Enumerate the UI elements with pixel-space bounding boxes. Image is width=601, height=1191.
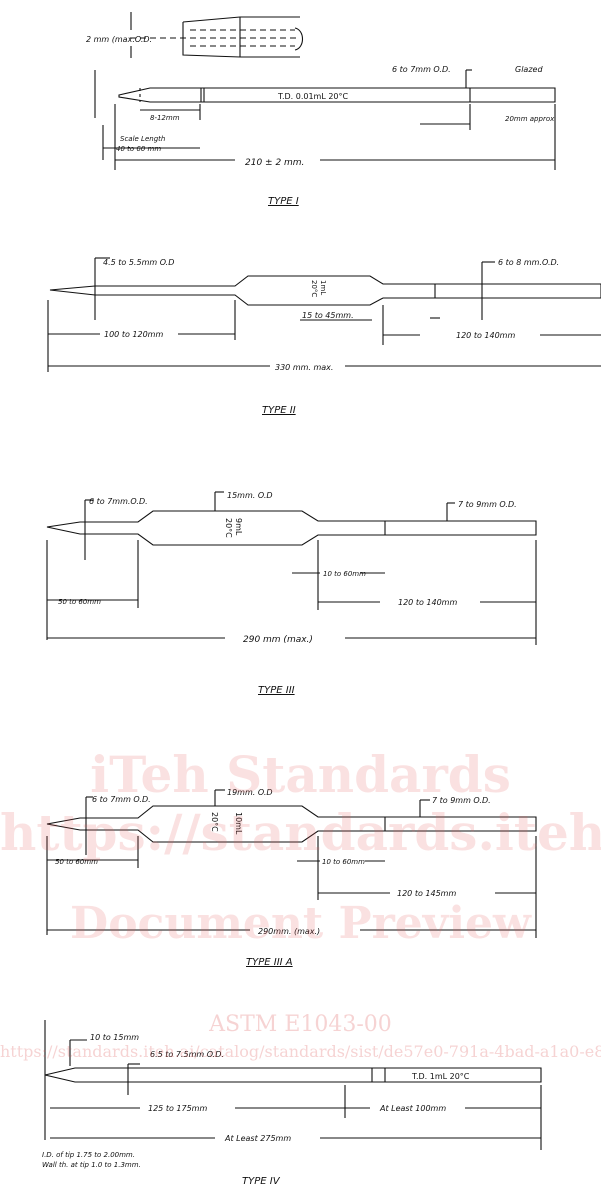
type4-note-1: I.D. of tip 1.75 to 2.00mm.: [42, 1151, 135, 1159]
type3-drawing: [46, 491, 537, 645]
type4-top-length: 10 to 15mm: [90, 1033, 139, 1042]
type3a-title: TYPE III A: [246, 957, 293, 968]
type1-scale-offset: 8-12mm: [150, 114, 180, 122]
type4-mid-length: 125 to 175mm: [148, 1104, 207, 1113]
type3a-neck-length: 10 to 60mm: [322, 858, 365, 866]
watermark-line-1: iTeh Standards: [90, 745, 511, 804]
type1-scale-length-1: Scale Length: [120, 135, 165, 143]
type1-marking: T.D. 0.01mL 20°C: [277, 92, 349, 101]
type2-tip-od: 4.5 to 5.5mm O.D: [103, 258, 174, 267]
type3-total-length: 290 mm (max.): [243, 635, 313, 645]
watermark-line-2: https://standards.iteh.ai: [0, 803, 601, 862]
type2-stem-length: 120 to 140mm: [456, 331, 515, 340]
type3a-marking-1: 10mL: [234, 812, 243, 835]
type3a-stem-length: 120 to 145mm: [397, 889, 456, 898]
type2-tip-length: 100 to 120mm: [104, 330, 163, 339]
watermark-line-5[interactable]: https://standards.iteh.ai/catalog/standa…: [0, 1042, 601, 1061]
type1-tube-od: 6 to 7mm O.D.: [392, 65, 451, 74]
type2-title: TYPE II: [262, 405, 296, 416]
type3a-marking-2: 20°C: [210, 812, 219, 832]
type3-tip-length: 50 to 60mm: [58, 598, 101, 606]
type2-drawing: [47, 257, 601, 372]
watermark-line-4[interactable]: ASTM E1043-00: [209, 1012, 392, 1037]
type4-drawing: [44, 1020, 542, 1150]
type3-stem-length: 120 to 140mm: [398, 598, 457, 607]
type2-tube-od: 6 to 8 mm.O.D.: [498, 258, 559, 267]
type3a-tube-od: 7 to 9mm O.D.: [432, 796, 491, 805]
type3-tip-od: 6 to 7mm.O.D.: [89, 497, 148, 506]
type4-tube-od: 6.5 to 7.5mm O.D.: [150, 1050, 224, 1059]
type3a-tip-length: 50 to 60mm: [55, 858, 98, 866]
type4-note-2: Wall th. at tip 1.0 to 1.3mm.: [42, 1161, 141, 1169]
type2-marking-2: 20°C: [310, 280, 318, 297]
type3-tube-od: 7 to 9mm O.D.: [458, 500, 517, 509]
type3-neck-length: 10 to 60mm: [323, 570, 366, 578]
type1-drawing: [94, 12, 556, 170]
type1-scale-length-2: 40 to 60 mm: [116, 145, 161, 153]
type3a-tip-od: 6 to 7mm O.D.: [92, 795, 151, 804]
type4-marking: T.D. 1mL 20°C: [411, 1072, 470, 1081]
type3a-drawing: [46, 789, 537, 938]
type3-title: TYPE III: [258, 685, 295, 696]
type2-total-length: 330 mm. max.: [275, 363, 333, 372]
type3a-bulb-od: 19mm. O.D: [227, 788, 273, 797]
type4-total-length: At Least 275mm: [224, 1134, 291, 1143]
type1-tip-od: 2 mm (max.O.D.: [86, 35, 152, 44]
type1-end-length: 20mm approx: [505, 115, 555, 123]
type4-end-length: At Least 100mm: [379, 1104, 446, 1113]
type2-bulb-length: 15 to 45mm.: [302, 311, 354, 320]
type1-title: TYPE I: [268, 196, 299, 207]
type2-marking-1: 1mL: [319, 280, 327, 295]
watermark-line-3: Document Preview: [70, 898, 531, 949]
type3-marking-1: 9mL: [234, 518, 243, 536]
type1-glazed: Glazed: [515, 65, 543, 74]
type3-bulb-od: 15mm. O.D: [227, 491, 273, 500]
type3-marking-2: 20°C: [224, 518, 233, 538]
type1-total-length: 210 ± 2 mm.: [245, 158, 304, 168]
type4-title: TYPE IV: [242, 1176, 281, 1187]
type3a-total-length: 290mm. (max.): [258, 927, 320, 936]
